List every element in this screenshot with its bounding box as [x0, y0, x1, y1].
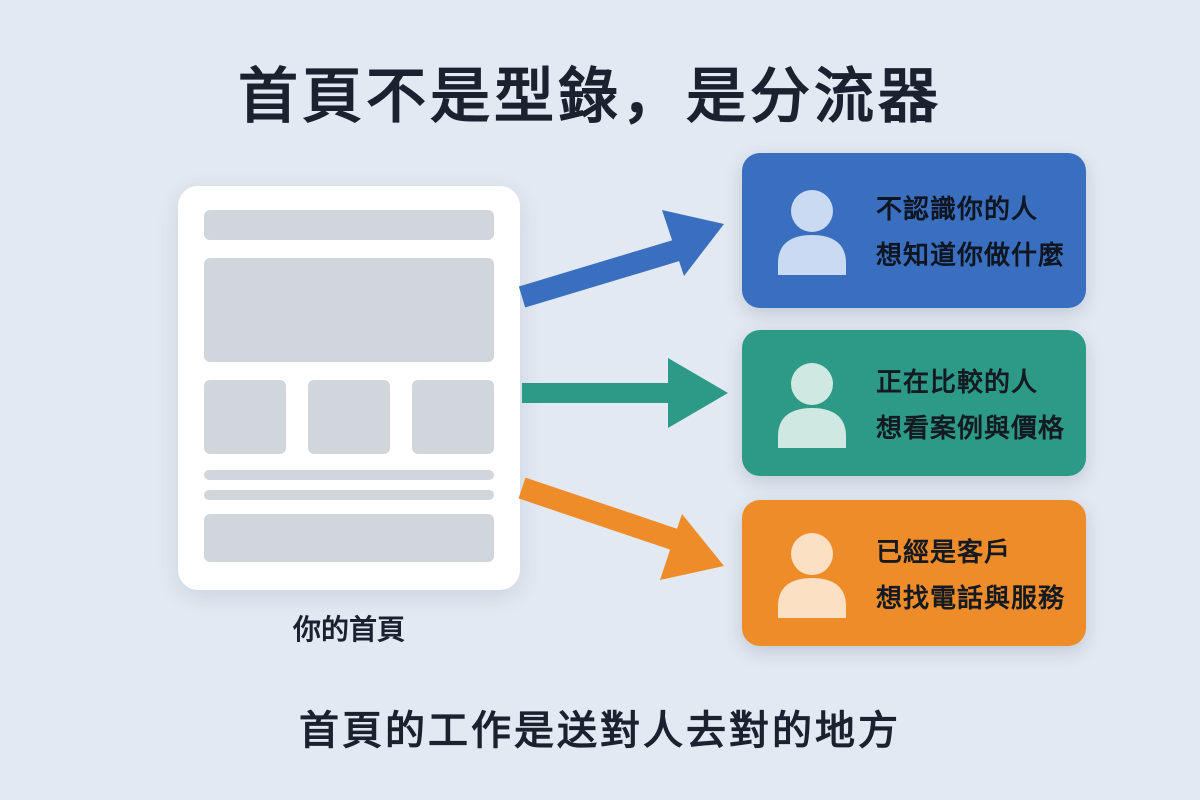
wireframe-header-bar	[204, 210, 494, 240]
segment-card-customers: 已經是客戶 想找電話與服務	[742, 500, 1086, 646]
wireframe-text-line	[204, 490, 494, 500]
segment-who: 已經是客戶	[876, 538, 1012, 568]
wireframe-hero-block	[204, 258, 494, 362]
segment-who: 正在比較的人	[876, 368, 1039, 398]
footer-caption: 首頁的工作是送對人去對的地方	[299, 708, 901, 754]
segment-need: 想知道你做什麼	[876, 241, 1066, 271]
wireframe-tile	[204, 380, 286, 454]
homepage-label: 你的首頁	[292, 613, 405, 646]
segment-need: 想看案例與價格	[876, 414, 1066, 444]
segment-card-newcomers: 不認識你的人 想知道你做什麼	[742, 153, 1086, 308]
wireframe-tile	[308, 380, 390, 454]
arrow-to-comparers	[522, 358, 728, 428]
arrow-to-customers	[518, 477, 724, 580]
person-icon	[778, 533, 846, 618]
page-title: 首頁不是型錄，是分流器	[238, 62, 942, 132]
homepage-wireframe	[178, 186, 520, 590]
segment-who: 不認識你的人	[876, 195, 1039, 225]
wireframe-tile	[412, 380, 494, 454]
person-icon	[778, 190, 846, 275]
wireframe-footer-block	[204, 514, 494, 562]
wireframe-text-line	[204, 470, 494, 480]
arrow-to-newcomers	[518, 210, 724, 308]
segment-need: 想找電話與服務	[876, 584, 1066, 614]
person-icon	[778, 363, 846, 448]
segment-card-comparers: 正在比較的人 想看案例與價格	[742, 330, 1086, 476]
